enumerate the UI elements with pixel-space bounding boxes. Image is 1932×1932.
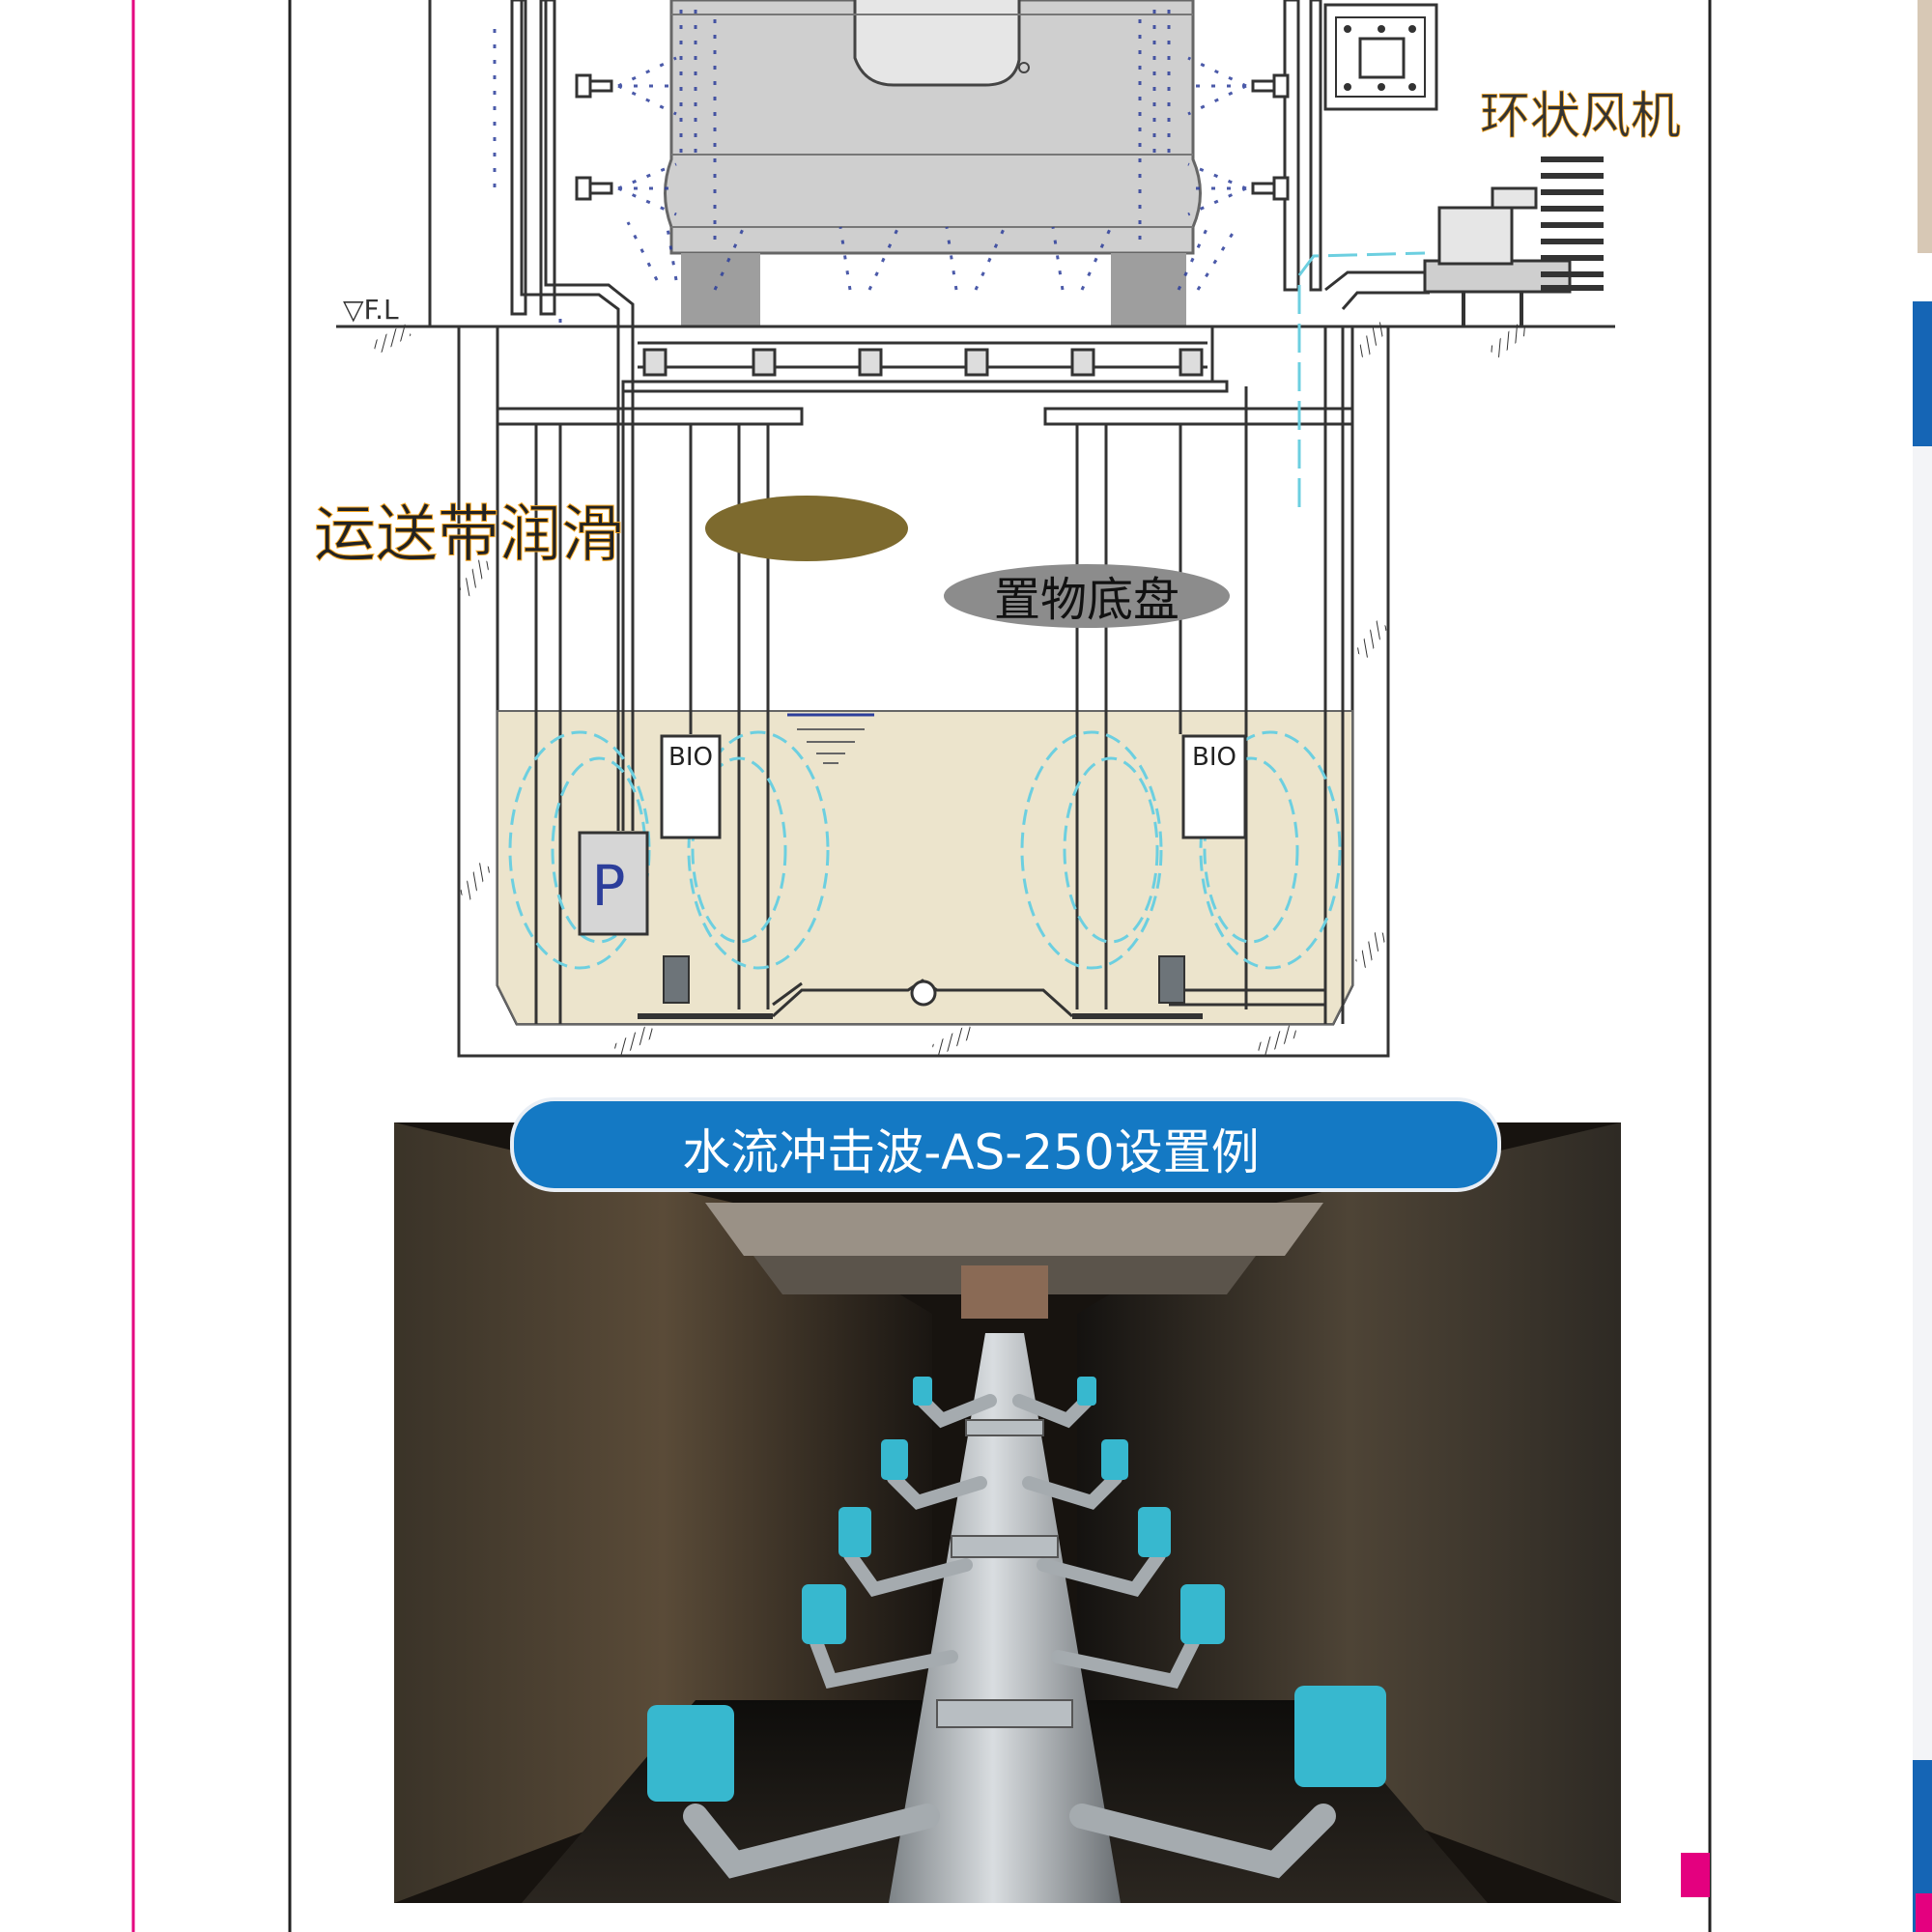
water-level-symbol: [787, 713, 874, 764]
bio-left-label: BIO: [668, 743, 713, 772]
ring-blower-label: 环状风机: [1480, 88, 1681, 146]
tray-badge: [944, 564, 1230, 628]
conveyor-frame: [496, 327, 1354, 426]
conveyor-lube-label: 运送带润滑: [314, 499, 623, 571]
blower-air-line: [1297, 251, 1426, 507]
ring-blower: 环状风机: [1423, 88, 1681, 327]
bio-box-right: BIO: [1181, 734, 1247, 839]
installation-photo: 水流冲击波-AS-250设置例: [394, 1097, 1621, 1903]
wall-hatches: [458, 320, 1530, 1058]
bio-right-label: BIO: [1192, 743, 1236, 772]
magenta-marker: [1681, 1853, 1710, 1897]
wave-units: [663, 955, 1185, 1004]
pump-label: P: [592, 853, 626, 919]
treatment-diagram: ▽F.L: [314, 0, 1681, 1058]
floor-level-label: ▽F.L: [343, 294, 399, 326]
side-nozzles: [575, 73, 1290, 201]
bottom-header-pipe: [638, 979, 1325, 1019]
machine-housing: [428, 0, 1322, 327]
photo-banner-title: 水流冲击波-AS-250设置例: [682, 1124, 1259, 1180]
control-panel: [1323, 3, 1438, 111]
circulation-flow: [508, 730, 1342, 970]
lube-blob: [705, 496, 908, 561]
floor-level-marker: ▽F.L: [343, 294, 412, 355]
right-edge-strip: [1913, 0, 1932, 1932]
bio-box-left: BIO: [660, 734, 722, 839]
bottom-nozzles: [642, 348, 1204, 377]
photo-nozzles: [647, 1377, 1386, 1802]
pipe-flanges: [936, 1419, 1073, 1728]
main-pipe: [889, 1333, 1121, 1903]
washer-drum: [664, 0, 1202, 255]
pump: P: [578, 831, 649, 936]
tray-label: 置物底盘: [994, 573, 1179, 627]
branch-arms: [683, 1394, 1336, 1879]
photo-banner: [510, 1097, 1501, 1192]
